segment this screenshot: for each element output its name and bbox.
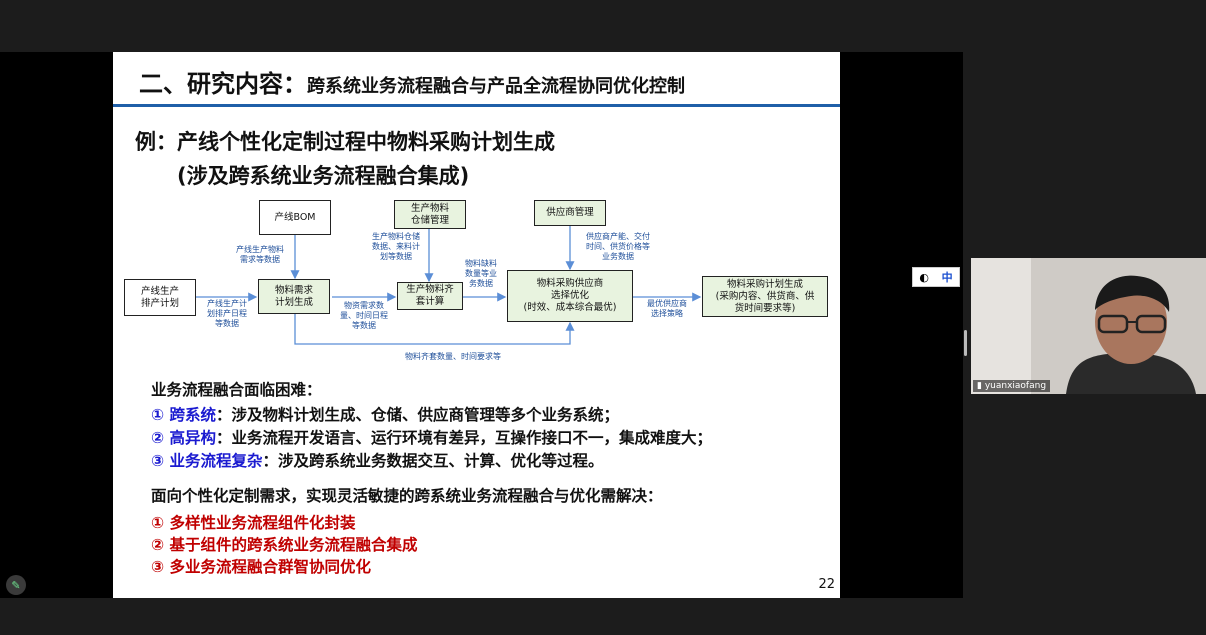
participant-name: ▮ yuanxiaofang [973,380,1051,392]
difficulty-text: ：涉及跨系统业务数据交互、计算、优化等过程。 [262,452,604,470]
edge-bottom-loop [294,314,575,345]
title-divider [113,104,840,107]
node-supplier: 供应商管理 [534,200,606,226]
shared-slide: 二、研究内容：跨系统业务流程融合与产品全流程协同优化控制 例：产线个性化定制过程… [113,52,840,598]
difficulty-text: ：业务流程开发语言、运行环境有差异，互操作接口不一，集成难度大； [216,429,713,447]
participant-video-tile[interactable]: ▮ yuanxiaofang [971,258,1206,394]
node-optimize: 物料采购供应商 选择优化 (时效、成本综合最优) [507,270,633,322]
slide-title: 二、研究内容：跨系统业务流程融合与产品全流程协同优化控制 [139,64,685,99]
node-optimize-label: 物料采购供应商 选择优化 (时效、成本综合最优) [523,278,617,313]
participant-name-text: yuanxiaofang [984,381,1047,391]
difficulty-key: 业务流程复杂 [169,452,263,470]
label-bottom-loop: 物料齐套数量、时间要求等 [405,352,501,361]
label-warehouse-kit: 生产物料仓储 数据、来料计 划等数据 [372,232,420,261]
label-supplier-optimize: 供应商产能、交付 时间、供货价格等 业务数据 [586,232,650,261]
node-plan-label: 产线生产 排产计划 [140,285,179,309]
difficulty-heading: 业务流程融合面临困难： [151,381,322,399]
difficulty-key: 高异构 [169,429,217,447]
node-warehouse-label: 生产物料 仓储管理 [410,202,449,226]
difficulty-item: ① 跨系统：涉及物料计划生成、仓储、供应商管理等多个业务系统； [151,403,619,425]
difficulty-item: ③ 业务流程复杂：涉及跨系统业务数据交互、计算、优化等过程。 [151,449,604,471]
node-warehouse: 生产物料 仓储管理 [394,200,466,229]
goal-heading: 面向个性化定制需求，实现灵活敏捷的跨系统业务流程融合与优化需解决： [151,487,663,505]
ime-language-label: 中 [941,271,953,284]
node-demand-label: 物料需求 计划生成 [274,284,313,308]
page-number: 22 [818,577,835,592]
node-kit: 生产物料齐 套计算 [397,282,463,310]
example-line-1: 例：产线个性化定制过程中物料采购计划生成 [135,130,555,154]
label-plan-demand: 产线生产计 划排产日程 等数据 [207,299,247,328]
title-main: 二、研究内容： [139,70,307,98]
panel-resize-handle[interactable] [964,330,967,356]
node-output-label: 物料采购计划生成 (采购内容、供货商、供 货时间要求等) [715,278,815,314]
flow-diagram-connectors [196,226,702,345]
difficulty-key: 跨系统 [169,406,217,424]
node-bom: 产线BOM [259,200,331,235]
node-supplier-label: 供应商管理 [546,207,594,218]
goal-item: ② 基于组件的跨系统业务流程融合集成 [151,536,418,554]
example-line-2: (涉及跨系统业务流程融合集成) [177,164,470,188]
participant-video-feed [971,258,1206,394]
label-kit-optimize: 物料缺料 数量等业 务数据 [465,259,497,288]
node-plan: 产线生产 排产计划 [124,279,196,316]
node-demand: 物料需求 计划生成 [258,279,330,314]
difficulty-num: ② [151,429,165,447]
difficulty-item: ② 高异构：业务流程开发语言、运行环境有差异，互操作接口不一，集成难度大； [151,426,712,448]
node-output: 物料采购计划生成 (采购内容、供货商、供 货时间要求等) [702,276,828,317]
ime-logo-icon: ◐ [919,270,929,284]
difficulty-num: ③ [151,452,165,470]
label-optimize-output: 最优供应商 选择策略 [647,299,687,318]
annotate-pencil-icon[interactable]: ✎ [6,575,26,595]
label-bom-demand: 产线生产物料 需求等数据 [236,245,284,264]
meeting-bottom-bar [0,598,963,635]
node-kit-label: 生产物料齐 套计算 [406,284,454,307]
label-demand-kit: 物资需求数 量、时间日程 等数据 [340,301,388,330]
node-bom-label: 产线BOM [274,211,316,223]
difficulty-num: ① [151,406,165,424]
difficulty-text: ：涉及物料计划生成、仓储、供应商管理等多个业务系统； [216,406,620,424]
ime-indicator[interactable]: ◐ 中 [912,267,960,287]
goal-item: ① 多样性业务流程组件化封装 [151,514,356,532]
title-sub: 跨系统业务流程融合与产品全流程协同优化控制 [307,76,685,97]
signal-icon: ▮ [977,381,982,391]
meeting-top-bar [0,0,963,52]
goal-item: ③ 多业务流程融合群智协同优化 [151,558,372,576]
